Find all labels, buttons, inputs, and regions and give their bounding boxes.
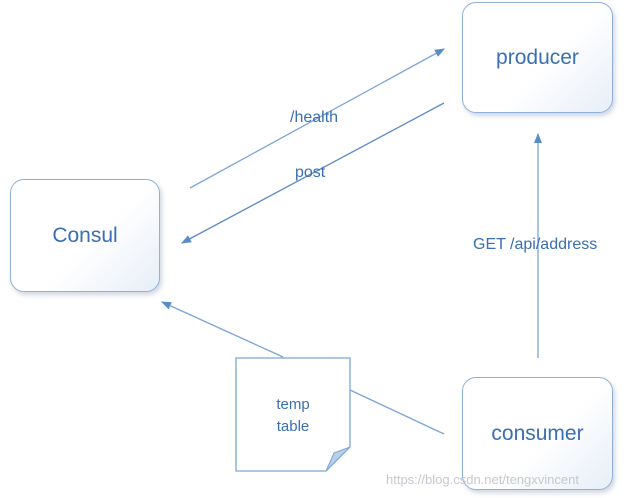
producer-label: producer [496, 45, 579, 69]
post-edge-label: post [295, 164, 326, 181]
consumer-label: consumer [491, 421, 584, 445]
edge-post-arrow [181, 102, 445, 244]
temp-table-note [235, 357, 351, 472]
consul-node: Consul [10, 179, 160, 292]
edge-note-to-consumer-line [349, 389, 445, 435]
watermark: https://blog.csdn.net/tengxvincent [386, 472, 579, 487]
consumer-node: consumer [462, 377, 613, 490]
temp-table-note-text: temp table [236, 394, 350, 438]
consul-label: Consul [52, 223, 118, 247]
edge-note-to-consul-arrow [161, 301, 284, 358]
producer-node: producer [462, 2, 613, 113]
note-line-temp: temp [276, 396, 310, 413]
get-api-address-edge-label: GET /api/address [473, 236, 598, 253]
edge-health-arrow [189, 48, 445, 189]
note-line-table: table [276, 418, 310, 435]
health-edge-label: /health [290, 109, 339, 126]
